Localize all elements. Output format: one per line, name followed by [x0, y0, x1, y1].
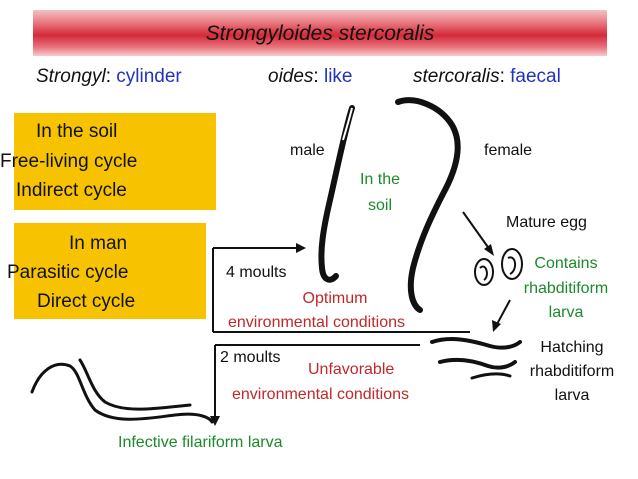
optimum-label: Optimum: [302, 290, 368, 307]
male-label: male: [290, 142, 325, 159]
hatching-rhabditiform-label: rhabditiform: [529, 363, 615, 380]
etym-meaning: cylinder: [116, 66, 182, 87]
soil-box-line3: Indirect cycle: [16, 180, 127, 201]
etymology-strongyl: Strongyl: cylinder: [36, 66, 182, 87]
diagram-title: Strongyloides stercoralis: [205, 22, 435, 45]
filariform-larva: [30, 362, 214, 424]
hatching-larva-3: [470, 372, 512, 380]
mature-egg-label: Mature egg: [506, 214, 587, 231]
in-the-label: In the: [359, 171, 401, 188]
man-box-line3: Direct cycle: [37, 291, 136, 312]
etymology-stercoralis: stercoralis: faecal: [413, 66, 561, 87]
arrow-to-hatching: [495, 299, 511, 327]
soil-box-line1: In the soil: [36, 121, 118, 142]
etym-word: Strongyl: [36, 66, 106, 87]
rhabditiform-label: rhabditiform: [523, 280, 609, 297]
soil-label: soil: [367, 197, 392, 214]
two-moults-label: 2 moults: [220, 349, 281, 366]
title-bar: [33, 10, 607, 56]
man-box-line2: Parasitic cycle: [7, 262, 129, 283]
soil-box-line2: Free-living cycle: [0, 151, 138, 172]
male-worm: [318, 105, 355, 283]
filariform-label: Infective filariform larva: [118, 434, 283, 451]
man-box: [14, 223, 206, 319]
soil-box: [14, 113, 216, 210]
etym-word: oides: [268, 66, 314, 87]
unfavorable-label: Unfavorable: [308, 361, 395, 378]
etym-word: stercoralis: [413, 66, 500, 87]
hatching-larva-label: larva: [554, 387, 590, 404]
environmental-label-2: environmental conditions: [232, 386, 409, 403]
etymology-oides: oides: like: [268, 66, 353, 87]
etym-meaning: like: [323, 66, 353, 87]
female-label: female: [484, 142, 533, 159]
man-box-line1: In man: [69, 233, 128, 254]
environmental-label-1: environmental conditions: [228, 314, 405, 331]
hatching-larva-1: [430, 337, 522, 350]
egg-2: [501, 248, 523, 280]
contains-label: Contains: [534, 255, 598, 272]
hatching-larva-2: [438, 357, 517, 370]
hatching-label: Hatching: [540, 339, 604, 356]
female-worm: [395, 97, 461, 313]
egg-1: [474, 258, 494, 286]
larva-label: larva: [548, 304, 584, 321]
arrow-to-egg: [462, 211, 491, 251]
etym-meaning: faecal: [510, 66, 561, 87]
four-moults-label: 4 moults: [226, 264, 287, 281]
